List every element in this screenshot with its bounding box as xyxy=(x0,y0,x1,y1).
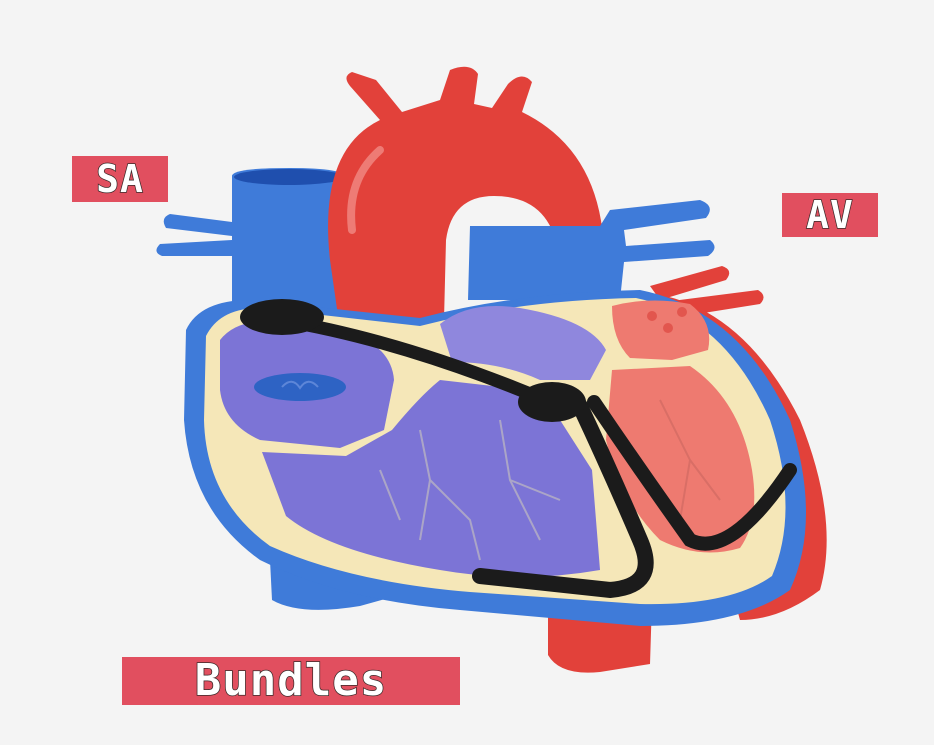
left-atrium xyxy=(612,300,709,360)
pulmonary-vein-right-upper xyxy=(650,266,729,300)
superior-vena-cava-opening xyxy=(234,169,344,185)
pulmonary-vein-opening-2 xyxy=(677,307,687,317)
sa-node xyxy=(240,299,324,335)
pulmonary-branch-left xyxy=(164,214,232,236)
bundles-label: Bundles xyxy=(122,657,460,705)
pulmonary-branch-left-lower xyxy=(156,240,232,256)
av-label: AV xyxy=(782,193,878,237)
pulmonary-vein-opening-1 xyxy=(647,311,657,321)
av-node xyxy=(518,382,586,422)
sa-label: SA xyxy=(72,156,168,202)
pulmonary-vein-opening-3 xyxy=(663,323,673,333)
